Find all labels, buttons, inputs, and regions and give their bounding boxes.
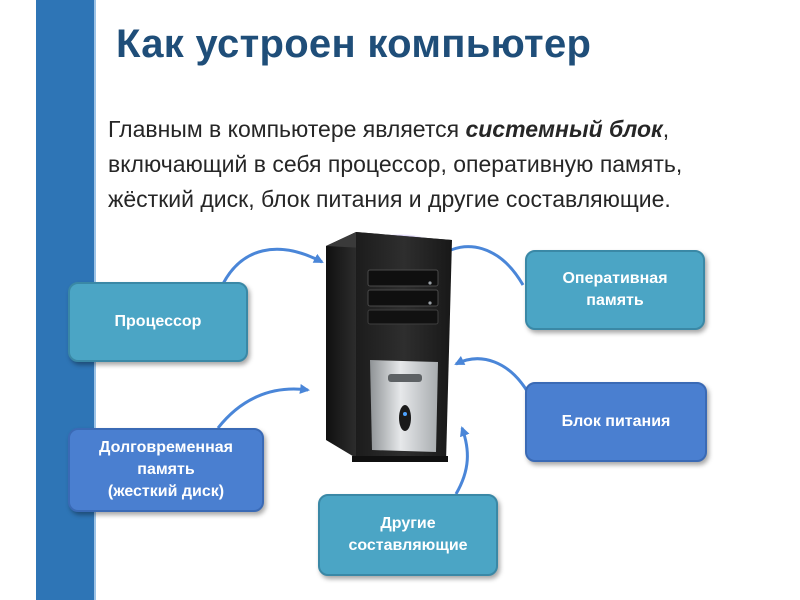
intro-part-1: Главным в компьютере является <box>108 116 466 142</box>
intro-emphasis: системный блок <box>465 116 663 142</box>
storage-box: Долговременная память (жесткий диск) <box>68 428 264 512</box>
computer-tower-icon <box>326 232 452 462</box>
slide-title: Как устроен компьютер <box>116 22 592 66</box>
psu-box: Блок питания <box>525 382 707 462</box>
arrow-other <box>454 426 470 495</box>
ram-box: Оперативная память <box>525 250 705 330</box>
intro-part-2: , включающий в себя процессор, оперативн… <box>108 116 683 212</box>
arrow-psu <box>454 355 532 397</box>
arrow-storage <box>216 384 310 429</box>
processor-box: Процессор <box>68 282 248 362</box>
other-components-box: Другие составляющие <box>318 494 498 576</box>
intro-text: Главным в компьютере является системный … <box>108 112 768 217</box>
arrow-ram <box>438 245 525 286</box>
